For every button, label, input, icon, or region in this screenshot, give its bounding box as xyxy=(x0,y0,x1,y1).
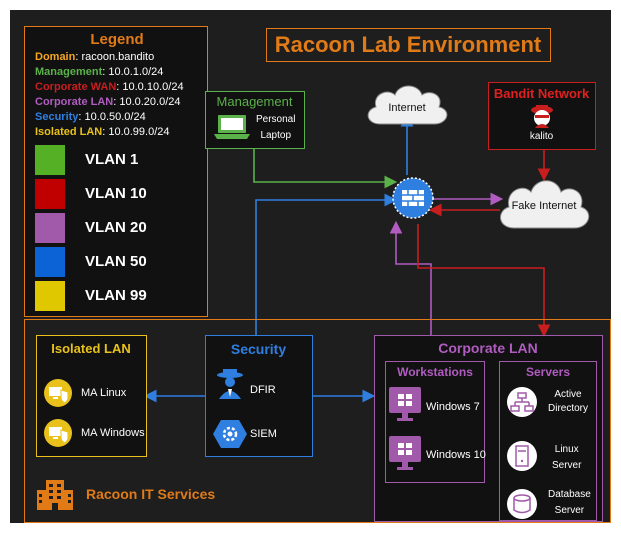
server-host-2: Database Server xyxy=(548,489,591,516)
legend-entry-key: Security xyxy=(35,111,79,123)
bandit-host-label: kalito xyxy=(529,131,554,142)
legend-entry-key: Corporate LAN xyxy=(35,96,114,108)
legend-entry: Domain: racoon.bandito xyxy=(35,51,154,63)
management-box: Management Personal Laptop xyxy=(205,91,305,149)
laptop-icon xyxy=(214,114,250,145)
shield-computer-icon xyxy=(43,418,73,453)
services-box xyxy=(24,319,611,523)
security-host-1: SIEM xyxy=(250,428,277,440)
siem-gear-icon xyxy=(212,418,248,455)
detective-icon xyxy=(216,369,244,404)
legend-entry-value: : 10.0.1.0/24 xyxy=(102,66,164,78)
legend-entry-key: Domain xyxy=(35,51,76,63)
wire-corporate-firewall xyxy=(389,220,432,335)
server-host-0: Active Directory xyxy=(548,389,589,414)
security-box: Security DFIR SIEM xyxy=(205,335,313,457)
legend-entry-value: : 10.0.50.0/24 xyxy=(78,111,146,123)
internet-cloud xyxy=(367,85,448,125)
wire-firewall-corporate xyxy=(417,224,551,338)
windows-monitor-icon xyxy=(388,386,422,427)
connection-lines xyxy=(143,113,551,403)
laptop-label: Personal Laptop xyxy=(256,114,296,141)
wire-management-firewall xyxy=(253,148,398,189)
bandit-network-title: Bandit Network xyxy=(493,86,590,101)
isolated-lan-title: Isolated LAN xyxy=(51,341,131,356)
legend-entry-key: Corporate WAN xyxy=(35,81,117,93)
vlan-label: VLAN 1 xyxy=(85,151,139,168)
bandit-network-box: Bandit Network kalito xyxy=(488,82,596,150)
security-title: Security xyxy=(230,341,287,357)
title-box: Racoon Lab Environment xyxy=(266,28,551,62)
legend-entry: Corporate LAN: 10.0.20.0/24 xyxy=(35,96,181,108)
legend-entry-key: Isolated LAN xyxy=(35,126,103,138)
legend-entry-key: Management xyxy=(35,66,103,78)
shield-computer-icon xyxy=(43,378,73,413)
isolated-host-0: MA Linux xyxy=(81,387,127,399)
isolated-lan-box: Isolated LAN MA Linux MA Windows xyxy=(36,335,147,457)
windows-monitor-icon xyxy=(388,435,422,476)
legend-heading: Legend xyxy=(90,31,144,48)
firewall-icon xyxy=(391,176,435,225)
fake-internet-label: Fake Internet xyxy=(511,200,577,212)
vlan-swatch xyxy=(35,179,65,209)
linux-server-icon xyxy=(506,440,538,477)
database-server-icon xyxy=(506,488,538,523)
vlan-swatch xyxy=(35,281,65,311)
legend-entry-value: : 10.0.99.0/24 xyxy=(102,126,170,138)
company-name: Racoon IT Services xyxy=(86,486,216,502)
legend-entry: Isolated LAN: 10.0.99.0/24 xyxy=(35,126,170,138)
internet-label: Internet xyxy=(388,102,426,114)
legend-entry: Security: 10.0.50.0/24 xyxy=(35,111,146,123)
vlan-label: VLAN 20 xyxy=(85,219,147,236)
workstations-title: Workstations xyxy=(397,365,473,379)
workstation-host-1: Windows 10 xyxy=(426,449,486,461)
corporate-lan-title: Corporate LAN xyxy=(438,340,538,356)
fake-internet-cloud xyxy=(500,180,590,229)
isolated-host-1: MA Windows xyxy=(81,427,145,439)
legend-entry: Corporate WAN: 10.0.10.0/24 xyxy=(35,81,184,93)
vlan-swatch xyxy=(35,213,65,243)
vlan-label: VLAN 50 xyxy=(85,253,147,270)
legend-entry-value: : racoon.bandito xyxy=(75,51,155,63)
active-directory-icon xyxy=(506,386,538,423)
wire-security-firewall xyxy=(255,193,398,335)
page-title: Racoon Lab Environment xyxy=(274,32,542,57)
management-title: Management xyxy=(216,94,293,109)
servers-box: Servers Active Directory Linux Server Da… xyxy=(499,361,597,521)
workstations-box: Workstations Windows 7 Windows 10 xyxy=(385,361,486,483)
office-building-icon xyxy=(36,478,74,515)
vlan-swatch xyxy=(35,145,65,175)
legend-entry-value: : 10.0.10.0/24 xyxy=(116,81,184,93)
corporate-lan-box: Corporate LAN Workstations Windows 7 Win… xyxy=(374,335,603,522)
security-host-0: DFIR xyxy=(250,384,276,396)
legend-entry: Management: 10.0.1.0/24 xyxy=(35,66,163,78)
workstation-host-0: Windows 7 xyxy=(426,401,480,413)
server-host-1: Linux Server xyxy=(552,444,582,471)
servers-title: Servers xyxy=(525,365,571,379)
hacker-icon xyxy=(529,104,555,133)
vlan-swatch xyxy=(35,247,65,277)
vlan-label: VLAN 10 xyxy=(85,185,147,202)
legend-entry-value: : 10.0.20.0/24 xyxy=(113,96,181,108)
vlan-label: VLAN 99 xyxy=(85,287,147,304)
